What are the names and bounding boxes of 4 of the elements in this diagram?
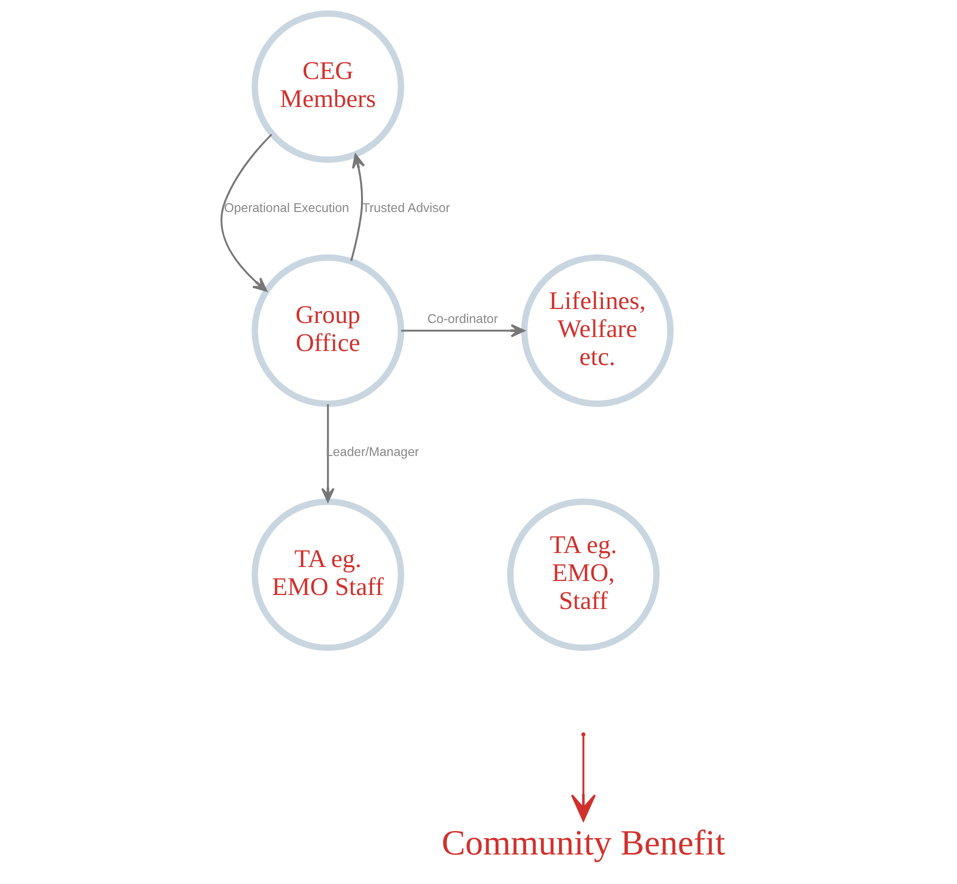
edge-label: Co-ordinator: [427, 311, 498, 326]
edge-label: Trusted Advisor: [362, 200, 450, 215]
edge-label: Operational Execution: [224, 200, 350, 215]
node-text: Community Benefit: [442, 822, 726, 862]
